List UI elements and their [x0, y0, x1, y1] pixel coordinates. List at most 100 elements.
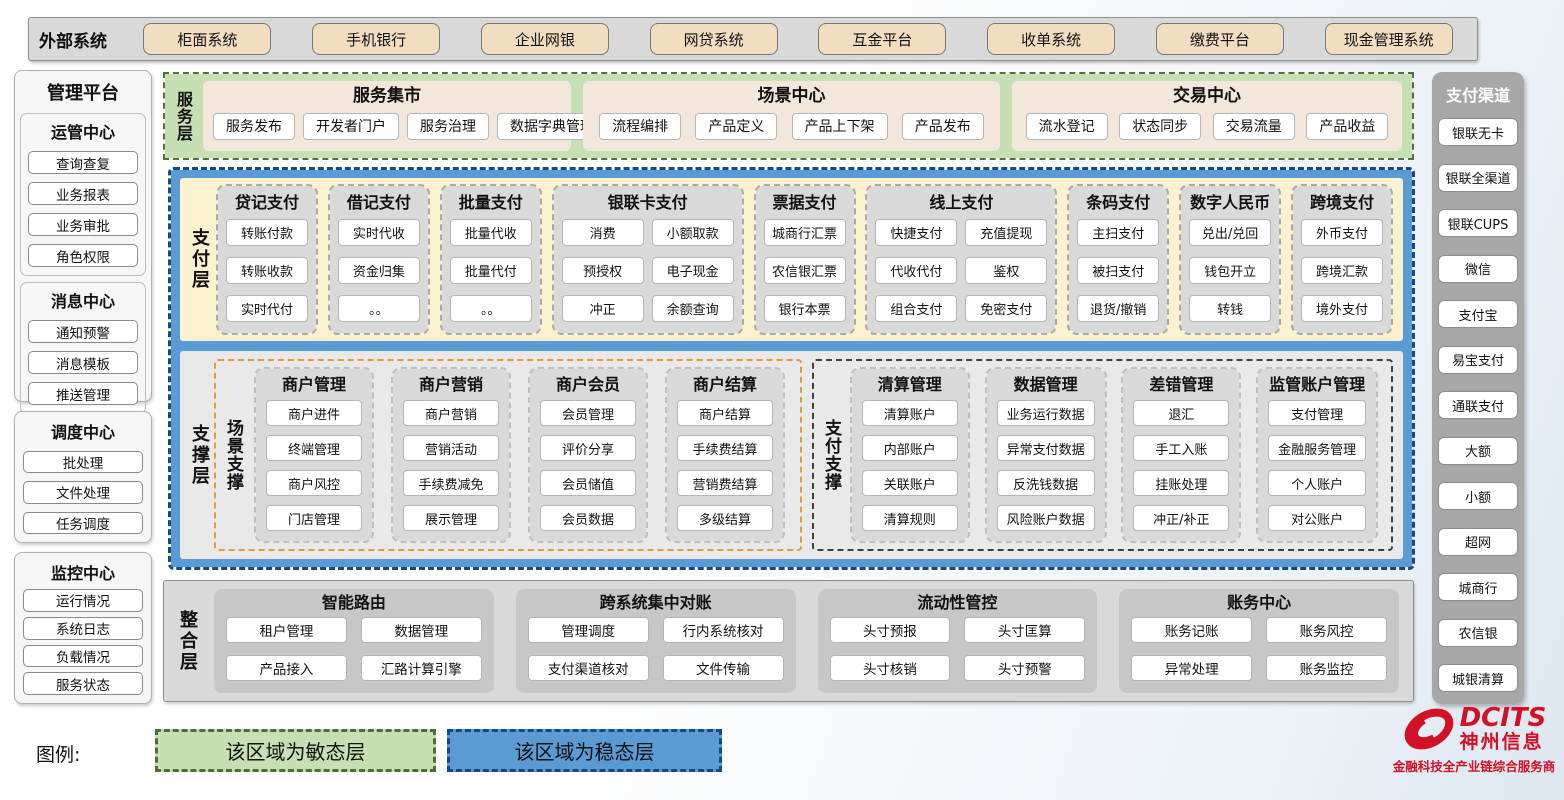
sidebar-button[interactable]: 文件处理 [23, 481, 143, 504]
support-button[interactable]: 金融服务管理 [1268, 435, 1367, 461]
external-system-button[interactable]: 网贷系统 [649, 23, 778, 55]
support-button[interactable]: 清算规则 [861, 505, 958, 531]
payment-button[interactable]: 被扫支付 [1077, 256, 1160, 284]
support-button[interactable]: 商户进件 [266, 400, 362, 426]
integration-button[interactable]: 头寸核销 [829, 655, 951, 681]
service-button[interactable]: 流程编排 [599, 112, 682, 140]
support-button[interactable]: 营销费结算 [677, 470, 773, 496]
support-button[interactable]: 手工入账 [1133, 435, 1230, 461]
payment-button[interactable]: 退货/撤销 [1077, 294, 1160, 322]
payment-button[interactable]: 农信银汇票 [763, 256, 846, 284]
payment-channel-button[interactable]: 支付宝 [1438, 300, 1518, 328]
integration-button[interactable]: 账务风控 [1266, 617, 1387, 643]
integration-button[interactable]: 账务记账 [1131, 617, 1253, 643]
payment-button[interactable]: 城商行汇票 [763, 218, 846, 246]
payment-button[interactable]: 转钱 [1189, 294, 1272, 322]
sidebar-button[interactable]: 查询查复 [28, 151, 138, 174]
payment-button[interactable]: 小额取款 [651, 218, 734, 246]
integration-button[interactable]: 租户管理 [226, 617, 347, 643]
sidebar-button[interactable]: 负载情况 [23, 644, 143, 668]
service-button[interactable]: 产品收益 [1306, 112, 1389, 140]
sidebar-button[interactable]: 系统日志 [23, 616, 143, 640]
payment-channel-button[interactable]: 小额 [1438, 482, 1518, 510]
external-system-button[interactable]: 缴费平台 [1155, 23, 1284, 55]
sidebar-button[interactable]: 推送管理 [28, 382, 138, 405]
external-system-button[interactable]: 收单系统 [987, 23, 1116, 55]
sidebar-button[interactable]: 业务审批 [28, 213, 138, 236]
support-button[interactable]: 会员数据 [540, 505, 636, 531]
integration-button[interactable]: 账务监控 [1266, 655, 1387, 681]
support-button[interactable]: 评价分享 [540, 435, 636, 461]
service-button[interactable]: 状态同步 [1119, 112, 1202, 140]
payment-button[interactable]: 电子现金 [651, 256, 734, 284]
payment-button[interactable]: 代收代付 [875, 256, 958, 284]
payment-button[interactable]: 境外支付 [1301, 294, 1383, 322]
support-button[interactable]: 风险账户数据 [996, 505, 1095, 531]
payment-button[interactable]: 鉴权 [965, 256, 1048, 284]
integration-button[interactable]: 头寸匡算 [964, 617, 1086, 643]
payment-button[interactable]: 实时代收 [337, 218, 420, 246]
support-button[interactable]: 内部账户 [861, 435, 958, 461]
integration-button[interactable]: 头寸预警 [964, 655, 1086, 681]
payment-channel-button[interactable]: 城商行 [1438, 573, 1518, 601]
external-system-button[interactable]: 柜面系统 [143, 23, 272, 55]
payment-channel-button[interactable]: 微信 [1438, 254, 1518, 283]
integration-button[interactable]: 行内系统核对 [662, 617, 784, 643]
support-button[interactable]: 商户风控 [266, 470, 362, 496]
integration-button[interactable]: 头寸预报 [829, 617, 951, 643]
payment-channel-button[interactable]: 银联全渠道 [1438, 163, 1518, 192]
sidebar-button[interactable]: 通知预警 [28, 320, 138, 343]
external-system-button[interactable]: 互金平台 [818, 23, 947, 55]
support-button[interactable]: 业务运行数据 [996, 400, 1095, 426]
support-button[interactable]: 反洗钱数据 [996, 470, 1095, 496]
payment-button[interactable]: 资金归集 [337, 256, 420, 284]
service-button[interactable]: 开发者门户 [303, 112, 399, 140]
support-button[interactable]: 支付管理 [1268, 400, 1367, 426]
integration-button[interactable]: 支付渠道核对 [527, 655, 649, 681]
support-button[interactable]: 清算账户 [861, 400, 958, 426]
payment-button[interactable]: 外币支付 [1301, 218, 1383, 246]
sidebar-button[interactable]: 消息模板 [28, 351, 138, 374]
integration-button[interactable]: 管理调度 [527, 617, 649, 643]
sidebar-button[interactable]: 运行情况 [23, 589, 143, 612]
external-system-button[interactable]: 手机银行 [312, 23, 441, 55]
payment-button[interactable]: 快捷支付 [875, 218, 958, 246]
sidebar-button[interactable]: 业务报表 [28, 182, 138, 205]
payment-button[interactable]: 批量代收 [449, 218, 532, 246]
integration-button[interactable]: 文件传输 [662, 655, 784, 681]
payment-button[interactable]: 钱包开立 [1189, 256, 1272, 284]
payment-button[interactable]: 转账收款 [226, 256, 308, 284]
payment-button[interactable]: 组合支付 [875, 294, 958, 322]
payment-button[interactable]: 主扫支付 [1077, 218, 1160, 246]
support-button[interactable]: 关联账户 [861, 470, 958, 496]
payment-channel-button[interactable]: 超网 [1438, 527, 1518, 556]
payment-button[interactable]: 批量代付 [449, 256, 532, 284]
integration-button[interactable]: 汇路计算引擎 [360, 655, 482, 681]
sidebar-button[interactable]: 服务状态 [23, 672, 143, 695]
payment-button[interactable]: 。。 [337, 294, 420, 322]
support-button[interactable]: 商户营销 [403, 400, 499, 426]
payment-channel-button[interactable]: 大额 [1438, 436, 1518, 465]
service-button[interactable]: 流水登记 [1025, 112, 1108, 140]
support-button[interactable]: 门店管理 [266, 505, 362, 531]
support-button[interactable]: 商户结算 [677, 400, 773, 426]
service-button[interactable]: 产品发布 [901, 112, 984, 140]
service-button[interactable]: 服务治理 [407, 112, 489, 140]
service-button[interactable]: 交易流量 [1212, 112, 1295, 140]
integration-button[interactable]: 异常处理 [1131, 655, 1253, 681]
payment-button[interactable]: 银行本票 [763, 294, 846, 322]
sidebar-button[interactable]: 批处理 [23, 451, 143, 474]
payment-button[interactable]: 免密支付 [965, 294, 1048, 322]
support-button[interactable]: 会员管理 [540, 400, 636, 426]
service-button[interactable]: 产品上下架 [791, 112, 888, 140]
sidebar-button[interactable]: 角色权限 [28, 244, 138, 267]
payment-channel-button[interactable]: 易宝支付 [1438, 345, 1518, 374]
support-button[interactable]: 冲正/补正 [1133, 505, 1230, 531]
integration-button[interactable]: 数据管理 [360, 617, 482, 643]
payment-channel-button[interactable]: 城银清算 [1438, 664, 1518, 692]
support-button[interactable]: 手续费结算 [677, 435, 773, 461]
support-button[interactable]: 多级结算 [677, 505, 773, 531]
payment-button[interactable]: 冲正 [561, 294, 644, 322]
payment-channel-button[interactable]: 银联CUPS [1438, 209, 1518, 237]
payment-button[interactable]: 余额查询 [651, 294, 734, 322]
